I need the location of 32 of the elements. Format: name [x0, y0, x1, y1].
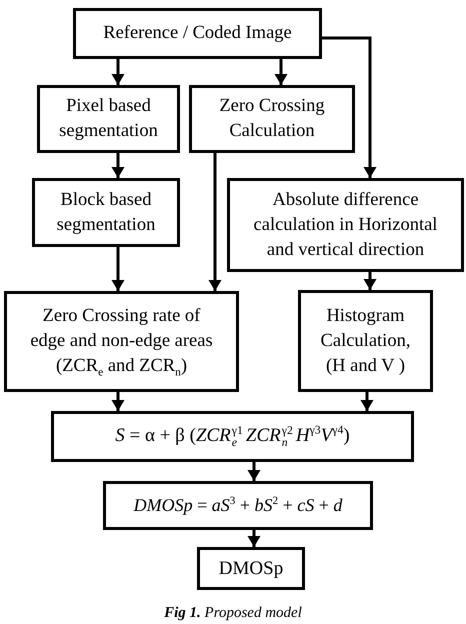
arrow [112, 59, 124, 85]
process-box [197, 547, 305, 590]
arrow [274, 59, 288, 85]
step-label: Reference / Coded Image [103, 22, 292, 45]
process-box [4, 291, 239, 392]
arrow [112, 247, 124, 291]
arrow [248, 462, 260, 481]
formula-box [103, 481, 373, 530]
arrow [248, 530, 260, 547]
step-label: Pixel based segmentation [58, 95, 159, 143]
step-label: Zero Crossing rate of edge and non-edge areas (ZCR$_{e}$ and ZCR$_{n}$) [29, 305, 214, 379]
arrow [322, 36, 376, 178]
arrow [112, 153, 124, 178]
process-box [227, 178, 464, 272]
arrow [364, 272, 376, 290]
process-box [189, 85, 355, 153]
figure-caption: Fig 1. Proposed model [164, 605, 302, 621]
arrow [112, 392, 124, 411]
formula-text: DMOSp = aS$^{3}$ + bS$^{2}$ + cS + d [134, 494, 342, 517]
arrow [360, 392, 374, 411]
process-box [32, 178, 180, 247]
formula-box [51, 411, 414, 462]
process-box [37, 85, 180, 153]
formula-text: S = α + β (ZCR$_{e}$$^{γ1}$ZCR$_{n}$$^{γ2}$H$^{γ3}$V$^{γ4}$) [115, 423, 350, 450]
step-label: DMOSp [218, 557, 284, 581]
process-box [298, 290, 433, 392]
arrow [208, 153, 222, 291]
step-label: Block based segmentation [56, 188, 156, 236]
process-box [73, 8, 322, 59]
step-label: Zero Crossing Calculation [218, 95, 326, 143]
step-label: Histogram Calculation, (H and V ) [320, 304, 412, 378]
step-label: Absolute difference calculation in Horizontal and vertical direction [252, 188, 438, 262]
